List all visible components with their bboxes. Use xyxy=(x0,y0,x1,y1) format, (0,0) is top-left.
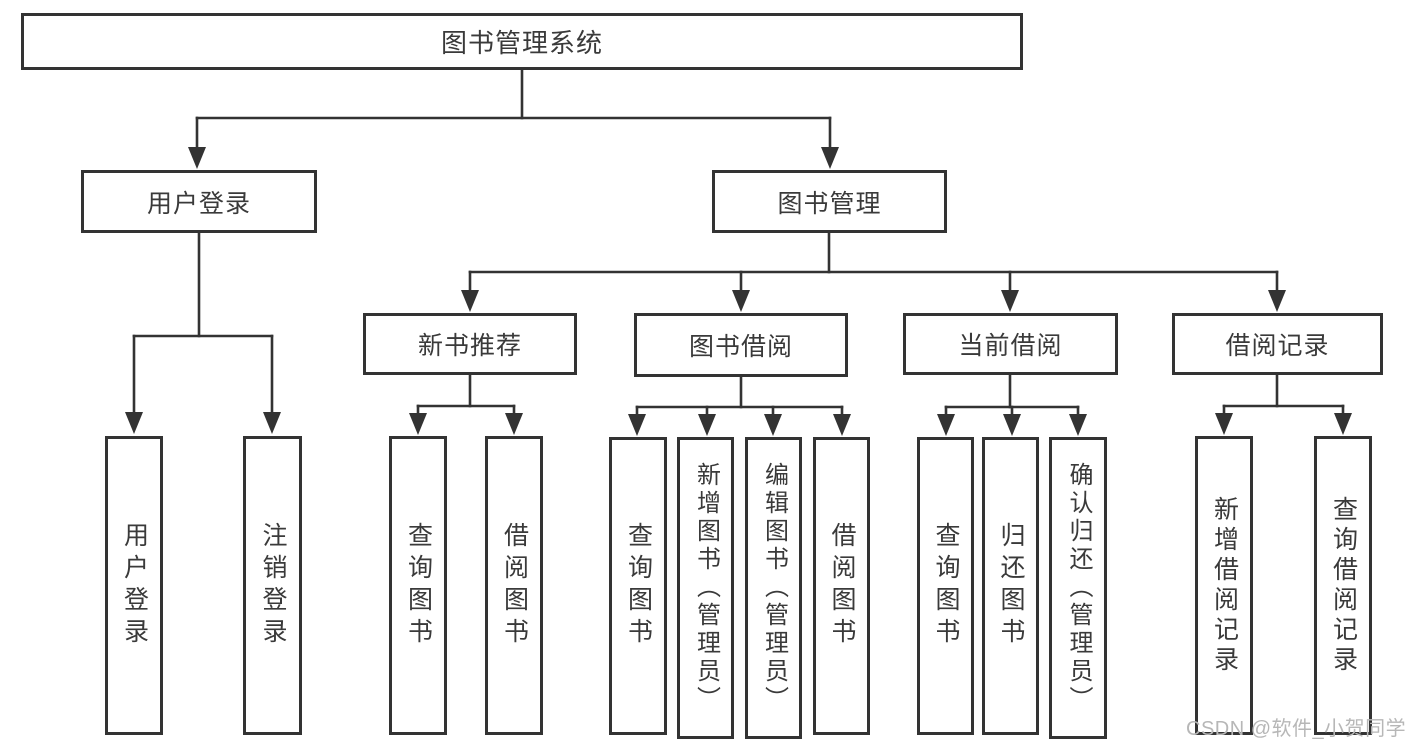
node-label: 借阅图书 xyxy=(500,521,529,650)
node-label: 新增借阅记录 xyxy=(1210,495,1239,676)
node-label: 确认归还（管理员） xyxy=(1065,462,1092,714)
node-records-query-record: 查询借阅记录 xyxy=(1314,436,1372,735)
node-current-query-books: 查询图书 xyxy=(917,437,974,735)
node-current-borrowing: 当前借阅 xyxy=(903,313,1118,375)
node-label: 查询图书 xyxy=(404,521,433,650)
node-user-login-leaf: 用户登录 xyxy=(105,436,163,735)
node-borrow-borrow-books: 借阅图书 xyxy=(813,437,870,735)
csdn-watermark: CSDN @软件_小贺同学 xyxy=(1186,718,1405,740)
node-current-confirm-return-admin: 确认归还（管理员） xyxy=(1049,437,1107,739)
node-rec-borrow-books: 借阅图书 xyxy=(485,436,543,735)
node-current-return-books: 归还图书 xyxy=(982,437,1039,735)
node-borrowing-records: 借阅记录 xyxy=(1172,313,1383,375)
node-label: 查询图书 xyxy=(624,522,653,650)
node-label: 用户登录 xyxy=(120,521,149,650)
node-label: 新增图书（管理员） xyxy=(692,462,720,714)
node-borrow-edit-books-admin: 编辑图书（管理员） xyxy=(745,437,802,739)
node-label: 查询借阅记录 xyxy=(1329,495,1358,676)
node-label: 借阅记录 xyxy=(1225,332,1330,360)
node-label: 用户登录 xyxy=(146,189,251,218)
node-label: 图书管理系统 xyxy=(440,28,603,58)
node-records-add-record: 新增借阅记录 xyxy=(1195,436,1253,735)
node-label: 归还图书 xyxy=(997,522,1025,650)
node-label: 当前借阅 xyxy=(958,332,1063,360)
node-new-book-recommendation: 新书推荐 xyxy=(363,313,577,375)
node-book-management: 图书管理 xyxy=(712,170,947,233)
node-logout-leaf: 注销登录 xyxy=(243,436,302,735)
node-borrow-query-books: 查询图书 xyxy=(609,437,667,735)
node-rec-query-books: 查询图书 xyxy=(389,436,447,735)
node-label: 借阅图书 xyxy=(828,522,856,650)
node-label: 新书推荐 xyxy=(417,332,522,360)
node-label: 编辑图书（管理员） xyxy=(760,462,788,714)
node-user-login: 用户登录 xyxy=(81,170,317,233)
node-book-borrowing: 图书借阅 xyxy=(634,313,848,377)
node-label: 注销登录 xyxy=(259,521,287,650)
node-borrow-add-books-admin: 新增图书（管理员） xyxy=(677,437,734,739)
node-root: 图书管理系统 xyxy=(21,13,1023,70)
node-label: 查询图书 xyxy=(932,522,960,650)
node-label: 图书借阅 xyxy=(688,333,793,361)
node-label: 图书管理 xyxy=(777,189,882,218)
